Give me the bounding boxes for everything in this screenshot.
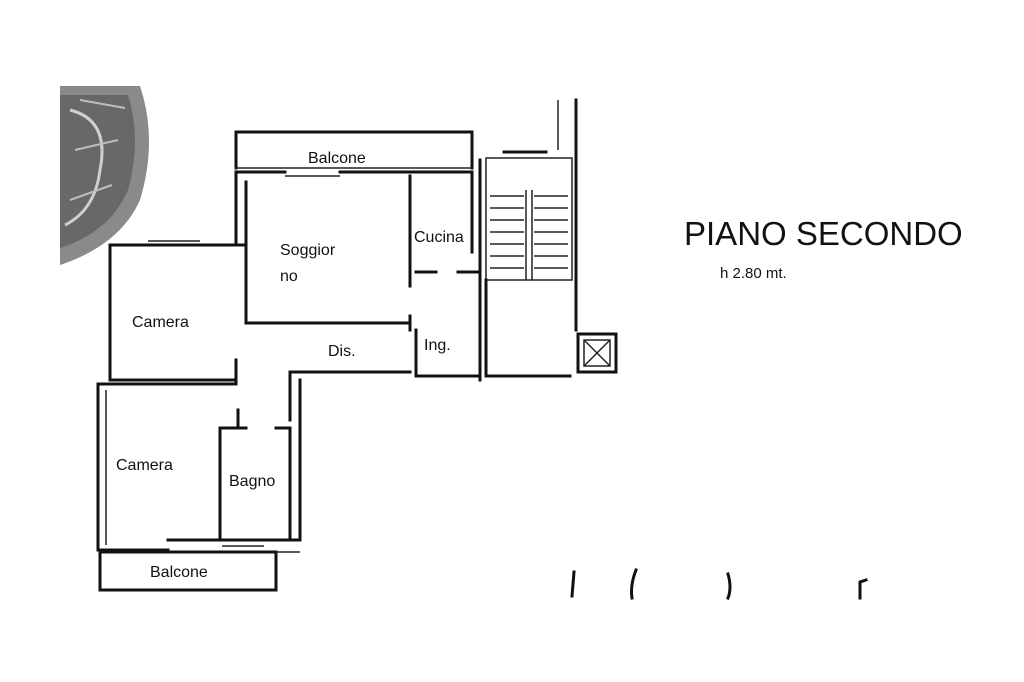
hallway — [288, 328, 482, 542]
bedroom-top — [108, 240, 238, 384]
balcony-top-label: Balcone — [308, 150, 366, 167]
bedroom-bottom-label: Camera — [116, 457, 173, 474]
living-room-label-line2: no — [280, 268, 298, 285]
elevator-shaft — [576, 332, 618, 374]
entrance-label: Ing. — [424, 337, 451, 354]
ceiling-height: h 2.80 mt. — [720, 265, 787, 282]
bathroom — [166, 408, 302, 547]
living-room — [234, 170, 474, 332]
bedroom-bottom — [96, 382, 238, 552]
bathroom-label: Bagno — [229, 473, 275, 490]
balcony-top — [234, 130, 474, 170]
balcony-bottom-label: Balcone — [150, 564, 208, 581]
stamp-seal — [60, 86, 149, 265]
kitchen-label: Cucina — [414, 229, 464, 246]
kitchen — [414, 158, 482, 382]
living-room-label-line1: Soggior — [280, 242, 336, 259]
hallway-label: Dis. — [328, 343, 356, 360]
floor-title: PIANO SECONDO — [684, 215, 963, 252]
balcony-bottom — [98, 550, 300, 592]
bedroom-top-label: Camera — [132, 314, 189, 331]
stairwell — [484, 98, 578, 378]
partial-marks — [570, 568, 868, 600]
